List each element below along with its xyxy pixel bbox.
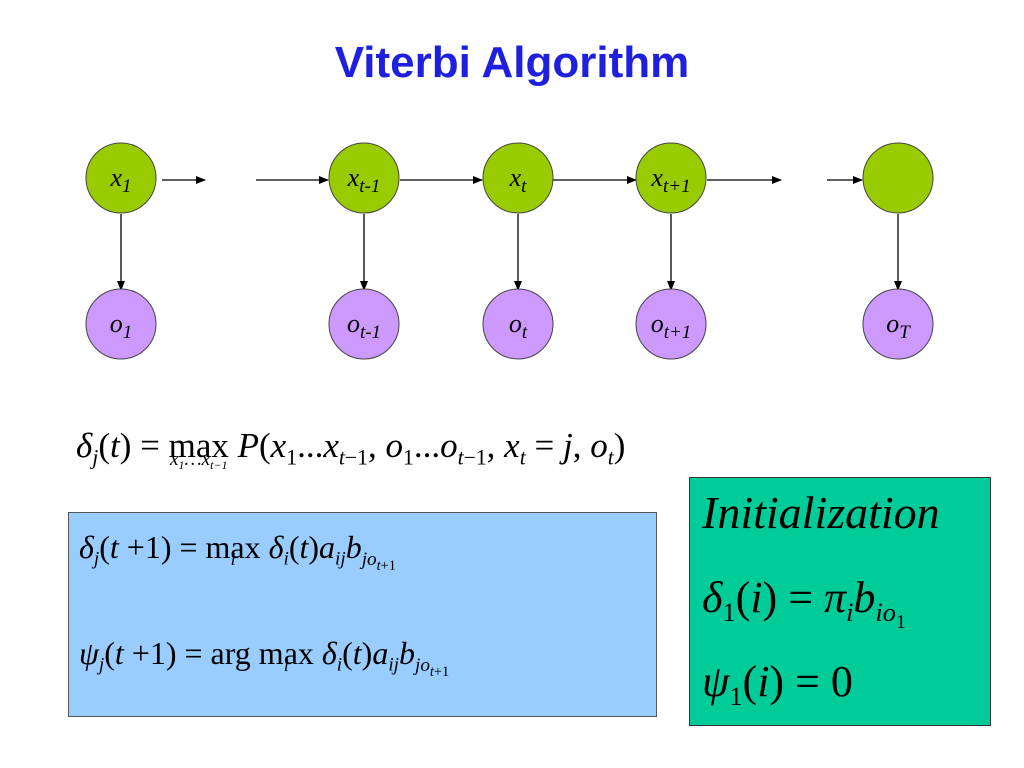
page-title: Viterbi Algorithm — [334, 38, 690, 87]
svg-text:xt-1: xt-1 — [347, 163, 381, 197]
observed-node-ot: ot — [482, 288, 554, 360]
hidden-node-xt+1: xt+1 — [635, 142, 707, 214]
initialization-box: Initialization δ1(i) = πibio1 ψ1(i) = 0 — [689, 477, 991, 726]
hmm-trellis-diagram: x1 xt-1 xt xt+1 o1 ot-1 ot ot+1 oT — [85, 142, 934, 360]
observed-node-oT: oT — [862, 288, 934, 360]
observed-node-ot-1: ot-1 — [328, 288, 400, 360]
svg-text:ot-1: ot-1 — [347, 309, 381, 343]
observed-node-ot+1: ot+1 — [635, 288, 707, 360]
init-psi-equation: ψ1(i) = 0 — [702, 657, 853, 712]
observed-node-o1: o1 — [85, 288, 157, 360]
svg-text:xt: xt — [509, 163, 528, 197]
svg-text:ot+1: ot+1 — [651, 309, 692, 343]
svg-text:ot: ot — [509, 309, 528, 343]
hidden-node-x1: x1 — [85, 142, 157, 214]
hidden-node-xt-1: xt-1 — [328, 142, 400, 214]
hidden-node-xt: xt — [482, 142, 554, 214]
init-delta-equation: δ1(i) = πibio1 — [702, 573, 906, 634]
svg-text:oT: oT — [886, 309, 911, 343]
svg-text:x1: x1 — [109, 163, 131, 197]
svg-text:xt+1: xt+1 — [650, 163, 690, 197]
svg-text:o1: o1 — [110, 309, 133, 343]
initialization-title: Initialization — [702, 487, 940, 538]
hidden-node-xT — [862, 142, 934, 214]
